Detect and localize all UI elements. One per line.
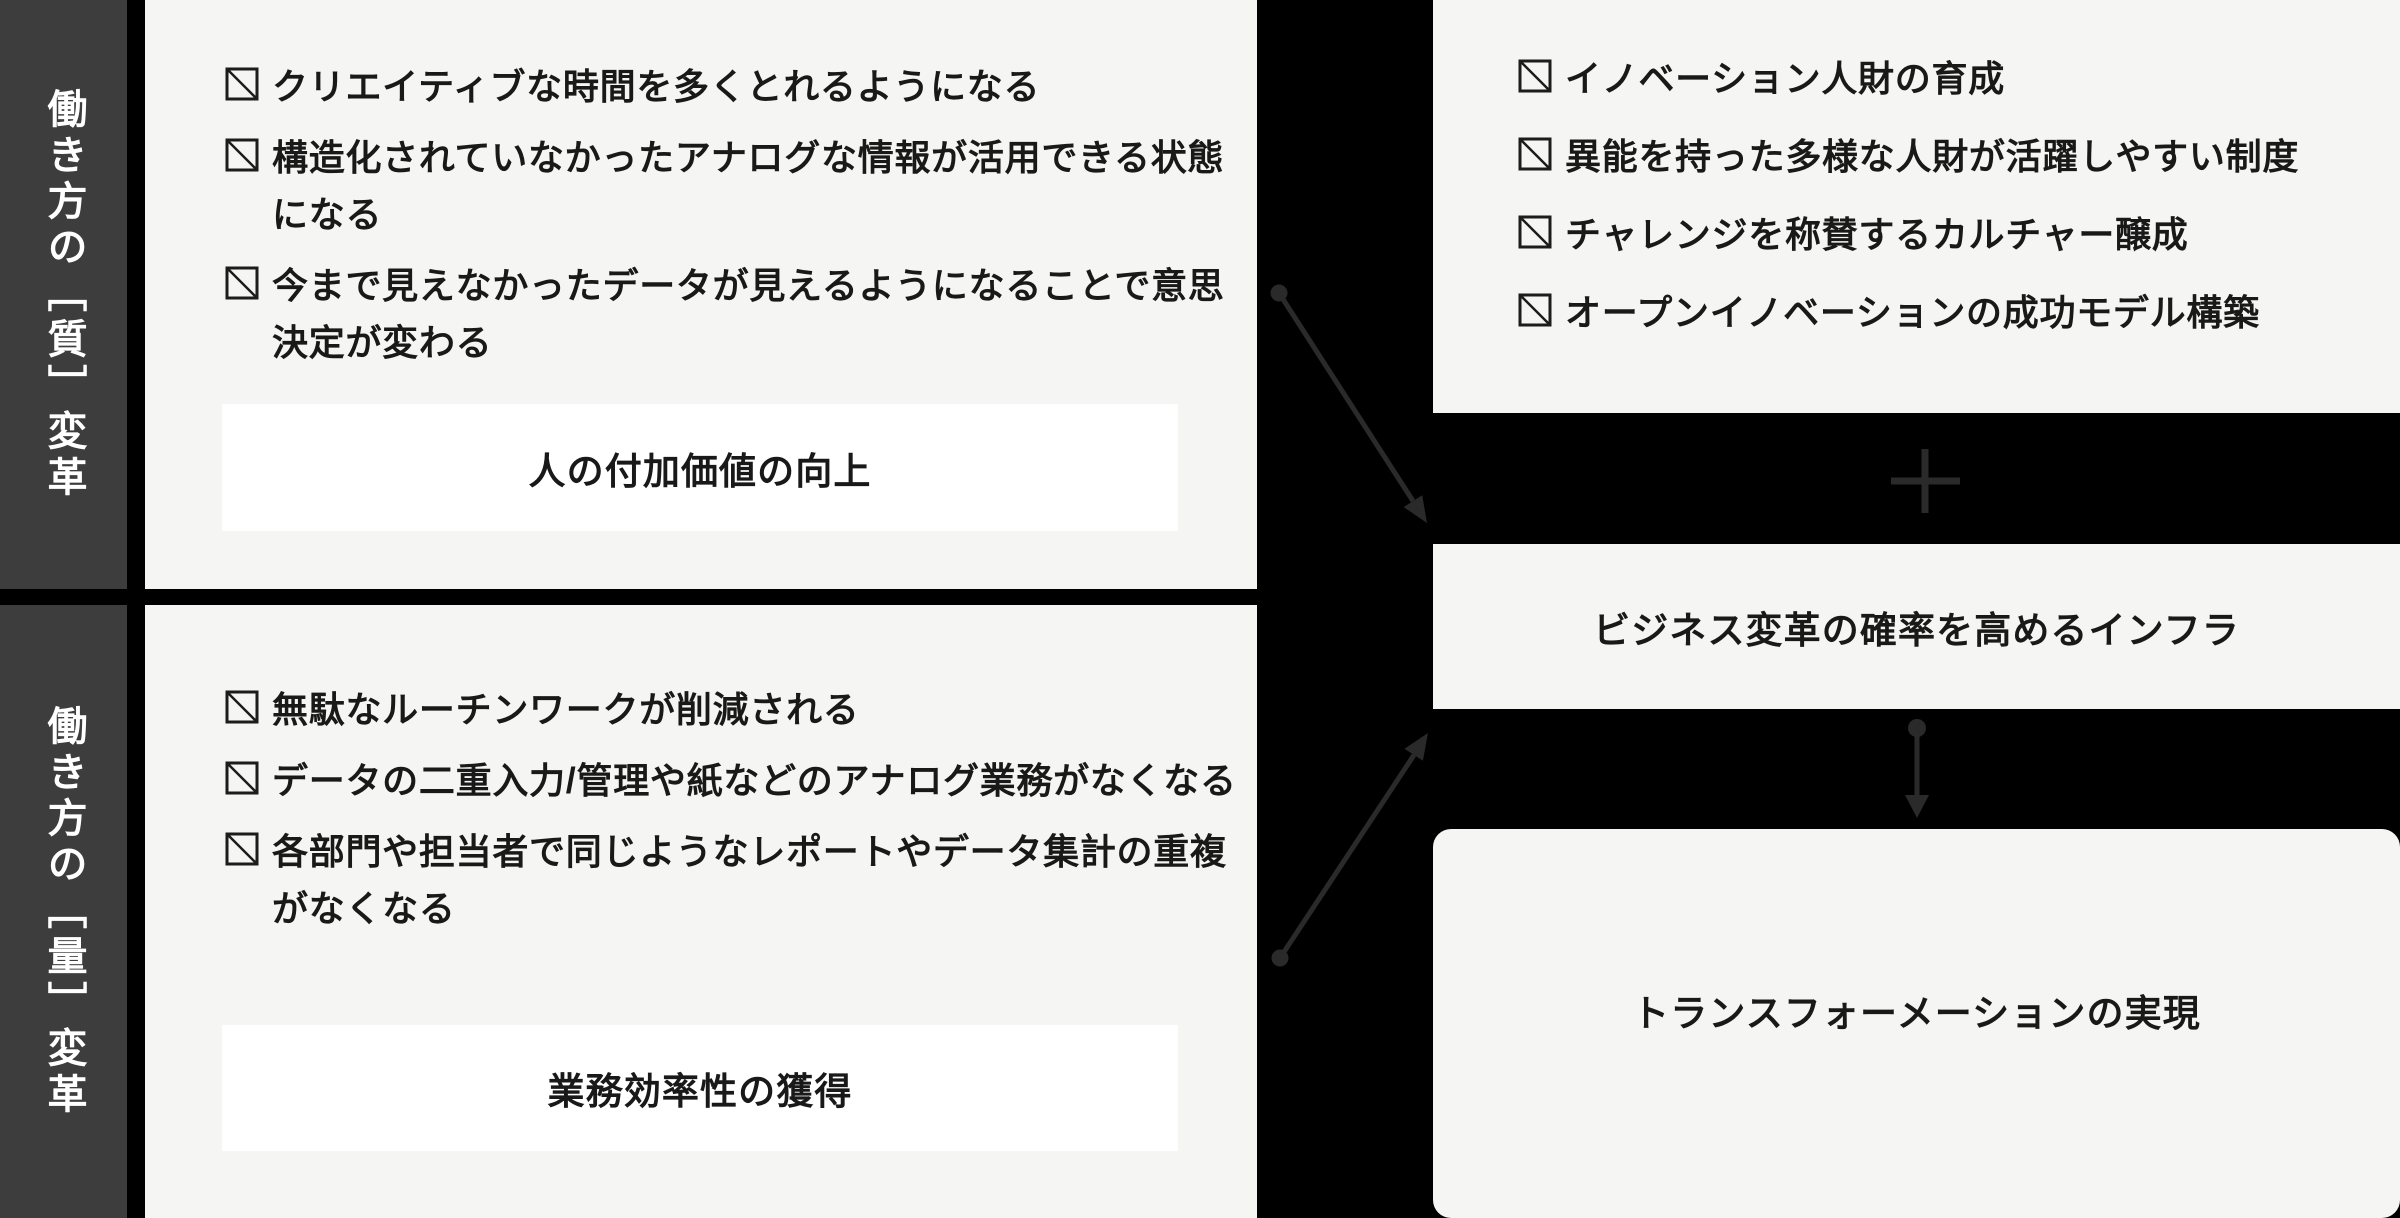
plus-icon — [1891, 449, 1960, 513]
panel-quality: クリエイティブな時間を多くとれるようになる 構造化されていなかったアナログな情報… — [145, 0, 1257, 589]
infra-label: ビジネス変革の確率を高めるインフラ — [1593, 609, 2240, 651]
list-item: 異能を持った多様な人財が活躍しやすい制度 — [1518, 128, 2400, 185]
checkbox-icon — [225, 832, 259, 866]
arrow-quantity-to-infra — [1271, 733, 1428, 967]
panel-quantity: 無駄なルーチンワークが削減される データの二重入力/管理や紙などのアナログ業務が… — [145, 605, 1257, 1218]
list-item: イノベーション人財の育成 — [1518, 50, 2400, 107]
list-item: 無駄なルーチンワークが削減される — [225, 681, 1257, 738]
infra-bar: ビジネス変革の確率を高めるインフラ — [1433, 544, 2400, 709]
checkbox-icon — [1518, 137, 1552, 171]
result-card-quality: 人の付加価値の向上 — [222, 404, 1178, 531]
result-card-quantity-label: 業務効率性の獲得 — [547, 1071, 853, 1112]
sidebar-quantity: 働き方の［量］変革 — [0, 605, 127, 1218]
list-item-text: クリエイティブな時間を多くとれるようになる — [272, 66, 1041, 107]
list-item-text: 無駄なルーチンワークが削減される — [272, 689, 860, 730]
list-item: チャレンジを称賛するカルチャー醸成 — [1518, 206, 2400, 263]
result-card-quantity: 業務効率性の獲得 — [222, 1025, 1178, 1151]
arrow-quality-to-infra — [1270, 284, 1427, 523]
result-card-quality-label: 人の付加価値の向上 — [528, 450, 872, 492]
transformation-box: トランスフォーメーションの実現 — [1433, 829, 2400, 1218]
innovation-checklist: イノベーション人財の育成 異能を持った多様な人財が活躍しやすい制度 チャレンジを… — [1433, 0, 2400, 341]
list-item: クリエイティブな時間を多くとれるようになる — [225, 58, 1257, 115]
list-item-text: イノベーション人財の育成 — [1565, 58, 2005, 99]
checkbox-icon — [1518, 293, 1552, 327]
sidebar-quality: 働き方の［質］変革 — [0, 0, 127, 589]
sidebar-quantity-label: 働き方の［量］変革 — [41, 704, 86, 1119]
checkbox-icon — [225, 67, 259, 101]
list-item-text: 各部門や担当者で同じようなレポートやデータ集計の重複がなくなる — [272, 831, 1227, 929]
checkbox-icon — [1518, 215, 1552, 249]
arrow-infra-to-transformation — [1905, 719, 1929, 818]
list-item: 構造化されていなかったアナログな情報が活用できる状態になる — [225, 129, 1257, 243]
checkbox-icon — [225, 690, 259, 724]
quality-checklist: クリエイティブな時間を多くとれるようになる 構造化されていなかったアナログな情報… — [145, 0, 1257, 371]
list-item-text: 今まで見えなかったデータが見えるようになることで意思決定が変わる — [272, 265, 1225, 363]
panel-innovation: イノベーション人財の育成 異能を持った多様な人財が活躍しやすい制度 チャレンジを… — [1433, 0, 2400, 413]
list-item: 今まで見えなかったデータが見えるようになることで意思決定が変わる — [225, 257, 1257, 371]
checkbox-icon — [225, 138, 259, 172]
checkbox-icon — [225, 761, 259, 795]
checkbox-icon — [225, 266, 259, 300]
list-item-text: 異能を持った多様な人財が活躍しやすい制度 — [1565, 136, 2300, 177]
list-item-text: データの二重入力/管理や紙などのアナログ業務がなくなる — [272, 760, 1237, 801]
checkbox-icon — [1518, 59, 1552, 93]
list-item-text: オープンイノベーションの成功モデル構築 — [1565, 292, 2260, 333]
list-item: 各部門や担当者で同じようなレポートやデータ集計の重複がなくなる — [225, 823, 1257, 937]
list-item: データの二重入力/管理や紙などのアナログ業務がなくなる — [225, 752, 1257, 809]
list-item-text: チャレンジを称賛するカルチャー醸成 — [1565, 214, 2189, 255]
quantity-checklist: 無駄なルーチンワークが削減される データの二重入力/管理や紙などのアナログ業務が… — [145, 605, 1257, 937]
list-item: オープンイノベーションの成功モデル構築 — [1518, 284, 2400, 341]
transformation-label: トランスフォーメーションの実現 — [1632, 992, 2201, 1034]
sidebar-quality-label: 働き方の［質］変革 — [41, 87, 86, 502]
list-item-text: 構造化されていなかったアナログな情報が活用できる状態になる — [272, 137, 1225, 235]
